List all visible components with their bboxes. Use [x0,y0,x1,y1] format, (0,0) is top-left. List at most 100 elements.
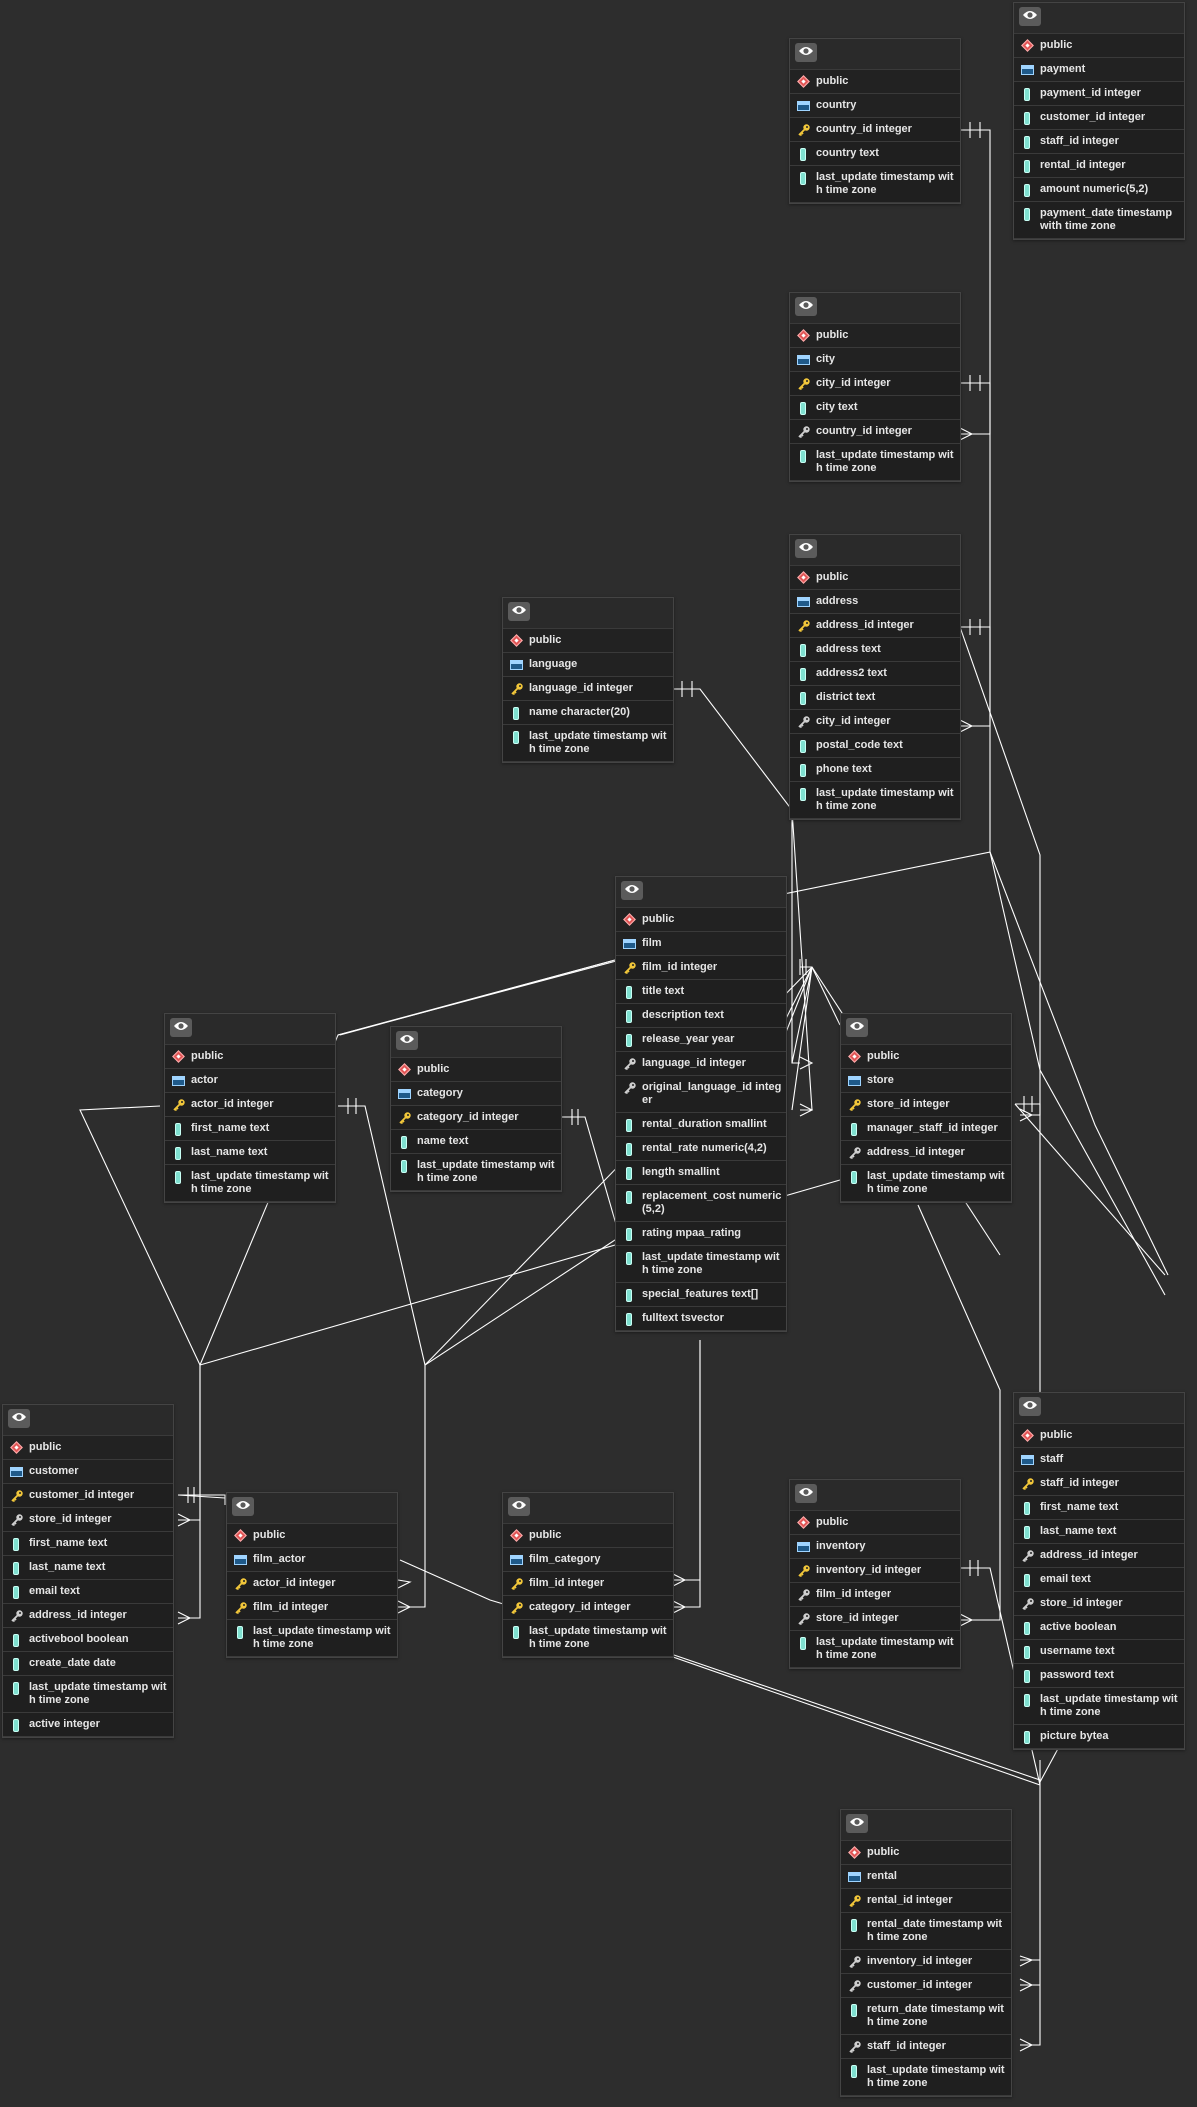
column-row[interactable]: customer_id integer [1014,106,1184,130]
column-row[interactable]: special_features text[] [616,1283,786,1307]
column-row[interactable]: picture bytea [1014,1725,1184,1749]
column-row[interactable]: first_name text [165,1117,335,1141]
column-row[interactable]: store_id integer [790,1607,960,1631]
column-row[interactable]: customer_id integer [841,1974,1011,1998]
column-row[interactable]: staff_id integer [1014,1472,1184,1496]
column-row[interactable]: last_update timestamp with time zone [790,444,960,481]
column-row[interactable]: active integer [3,1713,173,1737]
column-row[interactable]: last_name text [1014,1520,1184,1544]
column-row[interactable]: inventory_id integer [841,1950,1011,1974]
column-row[interactable]: address_id integer [841,1141,1011,1165]
column-row[interactable]: language_id integer [616,1052,786,1076]
eye-icon[interactable] [396,1031,418,1050]
column-row[interactable]: last_update timestamp with time zone [616,1246,786,1283]
column-row[interactable]: last_update timestamp with time zone [3,1676,173,1713]
column-row[interactable]: staff_id integer [841,2035,1011,2059]
column-row[interactable]: store_id integer [841,1093,1011,1117]
column-row[interactable]: film_id integer [616,956,786,980]
column-row[interactable]: last_update timestamp with time zone [165,1165,335,1202]
column-row[interactable]: payment_date timestamp with time zone [1014,202,1184,239]
eye-icon[interactable] [1019,1397,1041,1416]
column-row[interactable]: description text [616,1004,786,1028]
eye-icon[interactable] [795,539,817,558]
column-row[interactable]: language_id integer [503,677,673,701]
column-row[interactable]: name character(20) [503,701,673,725]
column-row[interactable]: last_update timestamp with time zone [790,166,960,203]
column-row[interactable]: rental_rate numeric(4,2) [616,1137,786,1161]
eye-icon[interactable] [1019,7,1041,26]
eye-icon[interactable] [508,602,530,621]
column-row[interactable]: customer_id integer [3,1484,173,1508]
column-row[interactable]: rating mpaa_rating [616,1222,786,1246]
column-row[interactable]: first_name text [3,1532,173,1556]
eye-icon[interactable] [508,1497,530,1516]
column-row[interactable]: address2 text [790,662,960,686]
column-row[interactable]: store_id integer [1014,1592,1184,1616]
column-row[interactable]: city_id integer [790,710,960,734]
column-row[interactable]: address_id integer [1014,1544,1184,1568]
column-row[interactable]: create_date date [3,1652,173,1676]
column-row[interactable]: email text [1014,1568,1184,1592]
column-row[interactable]: last_update timestamp with time zone [841,1165,1011,1202]
column-row[interactable]: email text [3,1580,173,1604]
column-row[interactable]: country_id integer [790,420,960,444]
column-row[interactable]: staff_id integer [1014,130,1184,154]
column-row[interactable]: fulltext tsvector [616,1307,786,1331]
column-row[interactable]: rental_date timestamp with time zone [841,1913,1011,1950]
eye-icon[interactable] [795,1484,817,1503]
column-row[interactable]: address_id integer [3,1604,173,1628]
column-row[interactable]: last_name text [165,1141,335,1165]
column-row[interactable]: last_update timestamp with time zone [1014,1688,1184,1725]
column-row[interactable]: actor_id integer [165,1093,335,1117]
column-row[interactable]: rental_id integer [841,1889,1011,1913]
column-row[interactable]: release_year year [616,1028,786,1052]
column-row[interactable]: last_update timestamp with time zone [391,1154,561,1191]
column-row[interactable]: address_id integer [790,614,960,638]
column-row[interactable]: postal_code text [790,734,960,758]
column-row[interactable]: manager_staff_id integer [841,1117,1011,1141]
column-row[interactable]: category_id integer [391,1106,561,1130]
eye-icon[interactable] [621,881,643,900]
eye-icon[interactable] [795,43,817,62]
column-row[interactable]: actor_id integer [227,1572,397,1596]
column-row[interactable]: last_update timestamp with time zone [841,2059,1011,2096]
column-row[interactable]: film_id integer [790,1583,960,1607]
eye-icon[interactable] [846,1018,868,1037]
column-row[interactable]: amount numeric(5,2) [1014,178,1184,202]
column-row[interactable]: activebool boolean [3,1628,173,1652]
column-row[interactable]: payment_id integer [1014,82,1184,106]
column-row[interactable]: name text [391,1130,561,1154]
eye-icon[interactable] [8,1409,30,1428]
column-row[interactable]: inventory_id integer [790,1559,960,1583]
column-row[interactable]: password text [1014,1664,1184,1688]
column-row[interactable]: original_language_id integer [616,1076,786,1113]
column-row[interactable]: address text [790,638,960,662]
column-row[interactable]: last_update timestamp with time zone [503,1620,673,1657]
column-row[interactable]: length smallint [616,1161,786,1185]
column-row[interactable]: category_id integer [503,1596,673,1620]
column-row[interactable]: city_id integer [790,372,960,396]
eye-icon[interactable] [795,297,817,316]
column-row[interactable]: district text [790,686,960,710]
eye-icon[interactable] [170,1018,192,1037]
column-row[interactable]: last_update timestamp with time zone [790,782,960,819]
column-row[interactable]: film_id integer [227,1596,397,1620]
column-row[interactable]: country_id integer [790,118,960,142]
column-row[interactable]: last_name text [3,1556,173,1580]
column-row[interactable]: title text [616,980,786,1004]
column-row[interactable]: rental_duration smallint [616,1113,786,1137]
column-row[interactable]: last_update timestamp with time zone [503,725,673,762]
column-row[interactable]: last_update timestamp with time zone [790,1631,960,1668]
column-row[interactable]: rental_id integer [1014,154,1184,178]
